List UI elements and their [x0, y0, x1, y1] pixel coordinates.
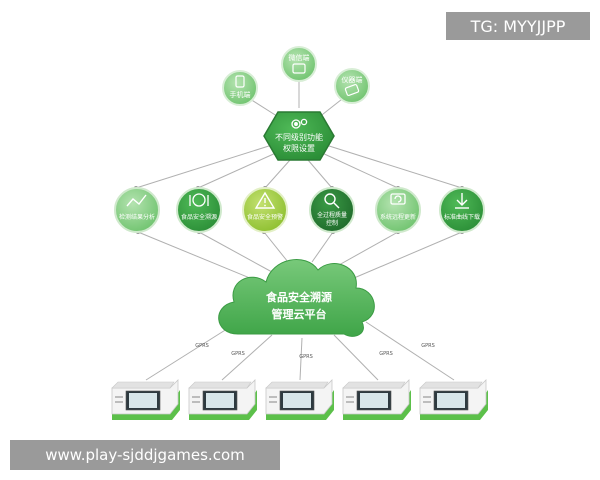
device-screen-content — [360, 393, 388, 408]
client-mobile: 手机端 — [222, 70, 258, 106]
watermark-overlay: www.play-sjddjgames.com — [10, 440, 280, 470]
trend-icon — [126, 194, 147, 207]
gprs-label-5: GPRS — [421, 343, 435, 349]
client-instrument-label: 仪器端 — [342, 75, 363, 84]
device-lid — [111, 381, 175, 389]
gprs-label-4: GPRS — [379, 351, 393, 357]
tag-overlay: TG: MYYJJPP — [446, 12, 590, 40]
function-quality-label-2: 控制 — [326, 219, 338, 227]
gprs-label-1: GPRS — [195, 343, 209, 349]
remote-update-icon — [390, 193, 406, 205]
device-slot — [346, 396, 354, 398]
tablet-icon — [292, 63, 306, 74]
function-download: 标准曲线下载 — [439, 187, 485, 233]
client-wechat-label: 微信端 — [289, 53, 310, 62]
function-quality-control: 全过程质量 控制 — [309, 187, 355, 233]
detector-device — [419, 379, 488, 420]
device-slot — [192, 396, 200, 398]
permission-line1: 不同级别功能 — [275, 132, 323, 142]
function-remote-update: 系统远程更新 — [375, 187, 421, 233]
device-slot — [115, 396, 123, 398]
client-instrument: 仪器端 — [334, 68, 370, 104]
device-slot — [346, 401, 354, 403]
function-analysis: 检测结果分析 — [114, 187, 160, 233]
device-slot — [423, 396, 431, 398]
function-analysis-label: 检测结果分析 — [119, 213, 155, 221]
function-quality-label-1: 全过程质量 — [317, 211, 347, 219]
detector-devices — [111, 379, 488, 420]
permission-hexagon: 不同级别功能 权限设置 — [263, 111, 335, 161]
client-mobile-label: 手机端 — [230, 90, 251, 99]
warning-icon — [254, 191, 276, 209]
function-traceability-label: 食品安全溯源 — [181, 213, 217, 221]
function-warning-label: 食品安全预警 — [247, 213, 283, 221]
function-remote-update-label: 系统远程更新 — [380, 213, 416, 221]
device-lid — [265, 381, 329, 389]
device-screen-content — [129, 393, 157, 408]
cloud-platform: 食品安全溯源 管理云平台 — [218, 259, 375, 337]
function-download-label: 标准曲线下载 — [444, 213, 480, 221]
device-screen-content — [283, 393, 311, 408]
function-warning: 食品安全预警 — [242, 187, 288, 233]
permission-line2: 权限设置 — [283, 143, 315, 153]
detector-device — [342, 379, 411, 420]
gprs-labels: GPRS GPRS GPRS GPRS GPRS — [195, 343, 435, 360]
instrument-icon — [344, 84, 360, 96]
download-icon — [455, 193, 469, 209]
gears-icon — [291, 118, 308, 129]
phone-icon — [235, 75, 245, 88]
gprs-label-2: GPRS — [231, 351, 245, 357]
cloud-line2: 管理云平台 — [272, 307, 327, 321]
client-wechat: 微信端 — [281, 46, 317, 82]
device-lid — [342, 381, 406, 389]
connector-lines — [135, 76, 463, 381]
device-slot — [423, 401, 431, 403]
dining-icon — [189, 193, 209, 207]
device-slot — [269, 401, 277, 403]
device-screen-content — [206, 393, 234, 408]
detector-device — [188, 379, 257, 420]
device-slot — [115, 401, 123, 403]
device-slot — [269, 396, 277, 398]
cloud-shape — [218, 259, 375, 337]
detector-device — [265, 379, 334, 420]
device-lid — [188, 381, 252, 389]
function-traceability: 食品安全溯源 — [176, 187, 222, 233]
cloud-line1: 食品安全溯源 — [266, 290, 332, 304]
detector-device — [111, 379, 180, 420]
device-screen-content — [437, 393, 465, 408]
gprs-label-3: GPRS — [299, 354, 313, 360]
device-lid — [419, 381, 483, 389]
device-slot — [192, 401, 200, 403]
magnifier-icon — [324, 193, 340, 209]
